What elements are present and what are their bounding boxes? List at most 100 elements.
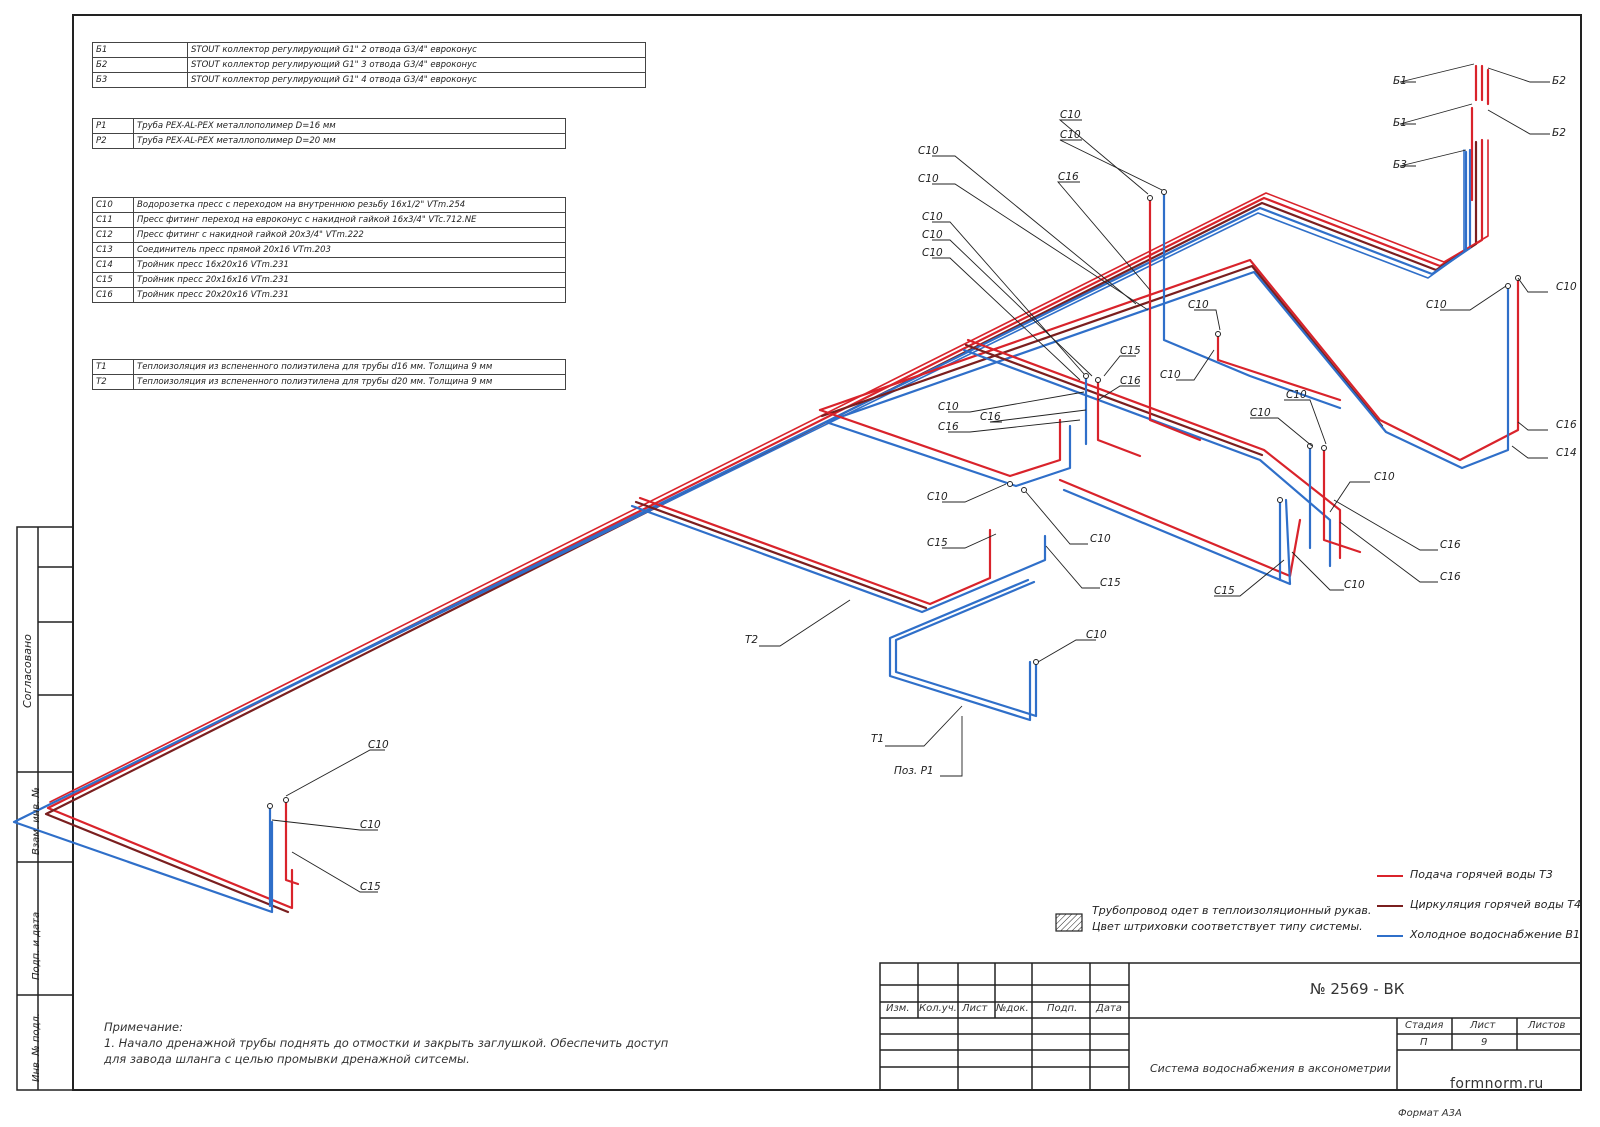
format-label: Формат А3А xyxy=(1398,1108,1462,1119)
stage-label: Стадия xyxy=(1405,1020,1444,1031)
item-code: С11 xyxy=(92,212,134,228)
label-c10: С10 xyxy=(918,145,939,157)
label-c10: С10 xyxy=(927,491,948,503)
label-c10: С10 xyxy=(1250,407,1271,419)
label-c10: С10 xyxy=(1086,629,1107,641)
col-ndoc: №док. xyxy=(996,1003,1029,1014)
item-code: Б2 xyxy=(92,57,188,73)
sheet-label: Лист xyxy=(1470,1020,1496,1031)
item-description: Тройник пресс 20х16х16 VTm.231 xyxy=(133,272,566,288)
item-description: STOUT коллектор регулирующий G1" 2 отвод… xyxy=(187,42,646,58)
label-c16: С16 xyxy=(938,421,959,433)
site-name: formnorm.ru xyxy=(1450,1076,1544,1092)
label-c16: С16 xyxy=(1440,539,1461,551)
item-description: Водорозетка пресс с переходом на внутрен… xyxy=(133,197,566,213)
label-t2: Т2 xyxy=(745,634,758,646)
item-code: С10 xyxy=(92,197,134,213)
item-code: Б1 xyxy=(92,42,188,58)
label-c10: С10 xyxy=(1344,579,1365,591)
legend-hatch-text-2: Цвет штриховки соответствует типу систем… xyxy=(1092,920,1363,933)
item-description: Тройник пресс 20х20х16 VTm.231 xyxy=(133,287,566,303)
note-title: Примечание: xyxy=(104,1020,183,1034)
label-c10: С10 xyxy=(922,211,943,223)
item-description: Тройник пресс 16х20х16 VTm.231 xyxy=(133,257,566,273)
legend-swatches xyxy=(1055,875,1403,937)
label-c10: С10 xyxy=(922,229,943,241)
label-c10: С10 xyxy=(1160,369,1181,381)
fittings xyxy=(267,189,1521,809)
side-sign-date: Подп. и дата xyxy=(31,911,42,980)
side-replaced: Взам. инв. № xyxy=(31,787,42,855)
item-description: STOUT коллектор регулирующий G1" 3 отвод… xyxy=(187,57,646,73)
label-b1: Б1 xyxy=(1393,75,1407,87)
central-bundle xyxy=(818,192,1520,586)
item-code: С13 xyxy=(92,242,134,258)
branch-t1-loop xyxy=(888,578,1038,722)
item-description: Труба PEX-AL-PEX металлополимер D=20 мм xyxy=(133,133,566,149)
callout-labels: С10 С10 С16 С10 С10 С10 С10 С10 С10 С16 … xyxy=(360,75,1577,893)
item-description: STOUT коллектор регулирующий G1" 4 отвод… xyxy=(187,72,646,88)
label-pos-p1: Поз. Р1 xyxy=(894,765,934,777)
label-c10: С10 xyxy=(918,173,939,185)
label-c15: С15 xyxy=(1100,577,1121,589)
label-c15: С15 xyxy=(1120,345,1141,357)
item-code: С12 xyxy=(92,227,134,243)
note-line-1: 1. Начало дренажной трубы поднять до отм… xyxy=(104,1036,669,1050)
pipe-network xyxy=(12,64,1520,914)
legend-hatch-text-1: Трубопровод одет в теплоизоляционный рук… xyxy=(1092,904,1372,917)
sheet-value: 9 xyxy=(1481,1037,1488,1048)
label-b2: Б2 xyxy=(1552,75,1566,87)
leader-lines xyxy=(271,63,1550,893)
stage-value: П xyxy=(1420,1037,1428,1048)
item-description: Соединитель пресс прямой 20х16 VTm.203 xyxy=(133,242,566,258)
label-c16: С16 xyxy=(1556,419,1577,431)
sheets-label: Листов xyxy=(1528,1020,1566,1031)
label-c10: С10 xyxy=(1286,389,1307,401)
item-code: Т2 xyxy=(92,374,134,390)
label-c14: С14 xyxy=(1556,447,1577,459)
note-block: Примечание: 1. Начало дренажной трубы по… xyxy=(104,1019,668,1067)
label-c15: С15 xyxy=(927,537,948,549)
legend-circ-label: Циркуляция горячей воды Т4 xyxy=(1410,898,1581,911)
item-code: С16 xyxy=(92,287,134,303)
label-c15: С15 xyxy=(360,881,381,893)
item-code: Р1 xyxy=(92,118,134,134)
label-c10: С10 xyxy=(1374,471,1395,483)
side-stamp-frame xyxy=(16,526,74,1091)
item-code: С15 xyxy=(92,272,134,288)
item-code: Б3 xyxy=(92,72,188,88)
item-description: Теплоизоляция из вспененного полиэтилена… xyxy=(133,374,566,390)
label-c10: С10 xyxy=(1426,299,1447,311)
label-t1: Т1 xyxy=(871,733,884,745)
label-c16: С16 xyxy=(1058,171,1079,183)
col-izm: Изм. xyxy=(886,1003,910,1014)
item-description: Пресс фитинг переход на евроконус с наки… xyxy=(133,212,566,228)
legend-cold-label: Холодное водоснабжение В1 xyxy=(1410,928,1580,941)
col-podp: Подп. xyxy=(1047,1003,1078,1014)
label-c15: С15 xyxy=(1214,585,1235,597)
item-code: С14 xyxy=(92,257,134,273)
label-c16: С16 xyxy=(1120,375,1141,387)
note-line-2: для завода шланга с целью промывки дрена… xyxy=(104,1052,470,1066)
legend-hot-label: Подача горячей воды Т3 xyxy=(1410,868,1553,881)
branch-t2-loop xyxy=(630,496,1047,614)
trunk-cold xyxy=(12,148,1472,914)
title-block-frame xyxy=(879,962,1582,1091)
label-c10: С10 xyxy=(1060,129,1081,141)
